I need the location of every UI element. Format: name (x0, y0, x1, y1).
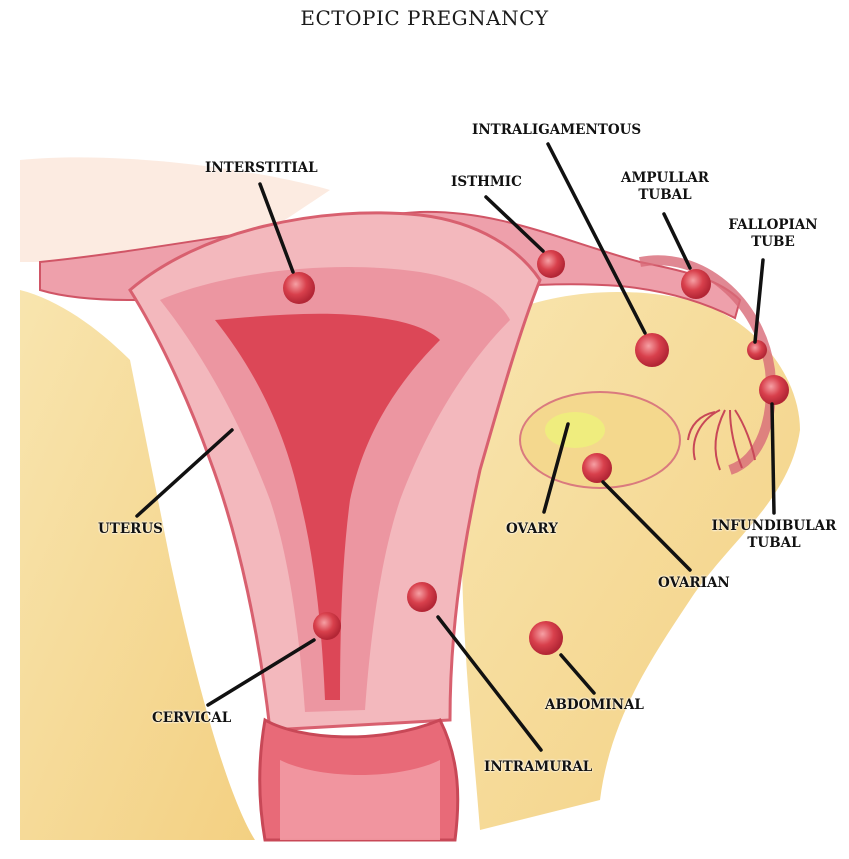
sac-intraligamentous (635, 333, 669, 367)
label-fallopian-line2: TUBE (718, 234, 828, 251)
sac-interstitial (283, 272, 315, 304)
label-infundibular-line2: TUBAL (704, 535, 844, 552)
sac-ampullar (681, 269, 711, 299)
sac-cervical (313, 612, 341, 640)
label-cervical: CERVICAL (152, 710, 231, 727)
leader-infundibular (772, 404, 774, 513)
sac-abdominal (529, 621, 563, 655)
label-ovarian: OVARIAN (658, 575, 730, 592)
label-intramural: INTRAMURAL (484, 759, 592, 776)
diagram-title: ECTOPIC PREGNANCY (0, 6, 849, 30)
label-intraligamentous: INTRALIGAMENTOUS (472, 122, 641, 139)
label-uterus: UTERUS (98, 521, 163, 538)
label-infundibular-line1: INFUNDIBULAR (704, 518, 844, 535)
label-ampullar-line2: TUBAL (605, 187, 725, 204)
connective-tissue-right (461, 292, 800, 830)
label-abdominal: ABDOMINAL (545, 697, 644, 714)
label-isthmic: ISTHMIC (451, 174, 522, 191)
label-interstitial: INTERSTITIAL (205, 160, 318, 177)
label-fallopian-tube: FALLOPIAN TUBE (718, 217, 828, 251)
label-ampullar-line1: AMPULLAR (605, 170, 725, 187)
sac-infundibular (759, 375, 789, 405)
sac-isthmic (537, 250, 565, 278)
sac-ovarian (582, 453, 612, 483)
label-fallopian-line1: FALLOPIAN (718, 217, 828, 234)
label-ampullar-tubal: AMPULLAR TUBAL (605, 170, 725, 204)
label-infundibular-tubal: INFUNDIBULAR TUBAL (704, 518, 844, 552)
sac-fallopian (747, 340, 767, 360)
ovary-highlight (545, 412, 605, 448)
sac-intramural (407, 582, 437, 612)
label-ovary: OVARY (506, 521, 558, 538)
